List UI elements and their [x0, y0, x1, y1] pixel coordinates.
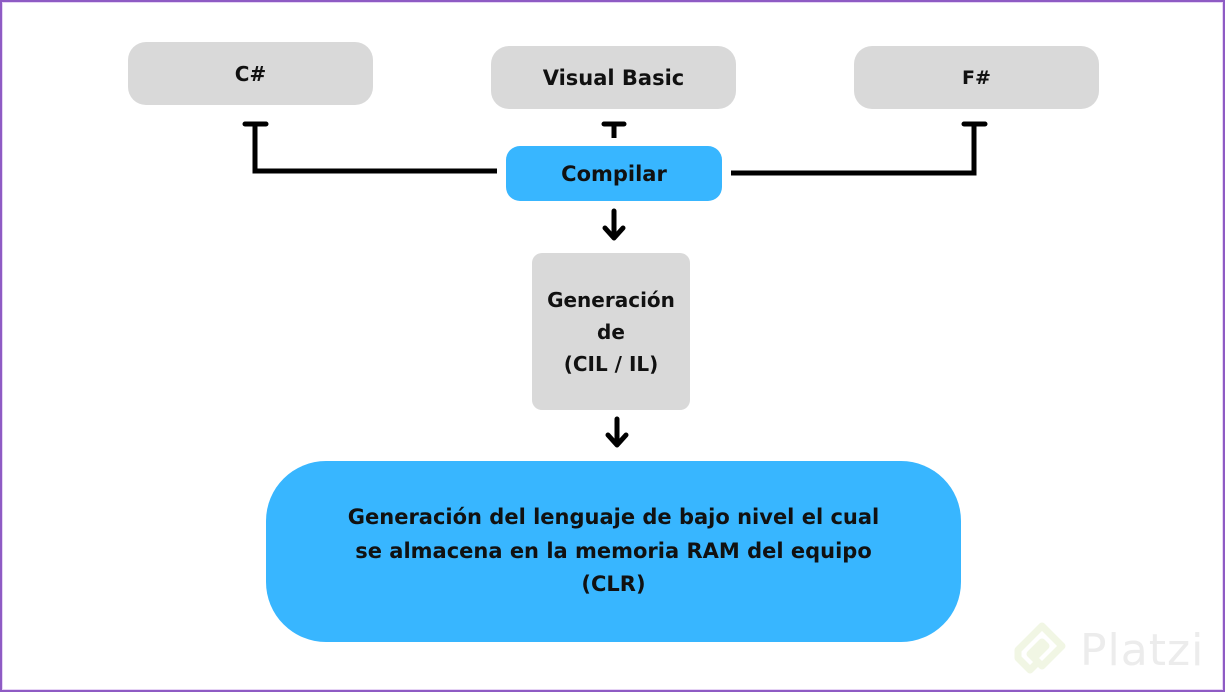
node-compile-label: Compilar [561, 161, 667, 186]
node-clr-line-2: se almacena en la memoria RAM del equipo [355, 538, 872, 563]
connector-visual-basic [601, 121, 627, 138]
node-generation-line-1: Generación [547, 287, 675, 312]
node-clr-line-1: Generación del lenguaje de bajo nivel el… [347, 505, 880, 530]
node-generation-cil: Generación de (CIL / IL) [532, 253, 690, 410]
node-csharp: C# [128, 42, 373, 105]
platzi-logo-icon [1014, 622, 1066, 674]
node-clr: Generación del lenguaje de bajo nivel el… [266, 461, 961, 642]
node-compile: Compilar [506, 146, 722, 201]
node-fsharp: F# [854, 46, 1099, 109]
node-generation-line-2: de [597, 319, 625, 344]
node-visual-basic: Visual Basic [491, 46, 736, 109]
connector-csharp [242, 121, 497, 174]
node-fsharp-label: F# [962, 66, 991, 89]
watermark-text: Platzi [1080, 624, 1205, 676]
platzi-watermark: Platzi [1012, 620, 1204, 680]
arrow-generation-to-clr [605, 416, 629, 448]
node-generation-line-3: (CIL / IL) [563, 351, 659, 376]
node-visual-basic-label: Visual Basic [542, 65, 685, 90]
node-csharp-label: C# [234, 61, 267, 86]
arrow-compile-to-generation [602, 208, 626, 241]
connector-fsharp [731, 121, 988, 176]
node-clr-line-3: (CLR) [581, 572, 646, 597]
